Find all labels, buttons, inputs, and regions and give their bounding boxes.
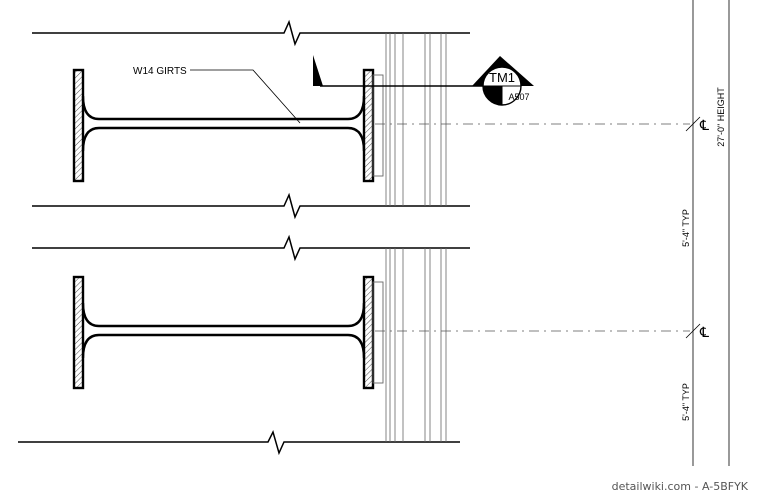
girt-leader-line [190, 69, 301, 124]
section-tag[interactable]: TM1 A507 [472, 56, 534, 106]
section-tag-sheet: A507 [508, 92, 529, 102]
girt-section-upper [72, 68, 384, 183]
dimension-line-spacing [685, 0, 701, 466]
girt-section-lower [72, 275, 384, 390]
centerline-symbol-lower: ℄ [699, 324, 709, 340]
girt-callout-label: W14 GIRTS [133, 66, 187, 77]
watermark-text: detailwiki.com - A-5BFYK [612, 480, 749, 493]
slab-line-middle-lower [32, 234, 470, 262]
spacing-dimension-label-lower: 5'-4" TYP [681, 383, 691, 421]
wall-panel-lines [385, 33, 447, 442]
spacing-dimension-label-upper: 5'-4" TYP [681, 209, 691, 247]
slab-line-bottom [18, 429, 460, 456]
height-dimension-label: 27'-0" HEIGHT [716, 87, 726, 147]
section-tag-number: TM1 [489, 70, 515, 85]
centerline-extensions [375, 123, 690, 332]
centerline-symbol-upper: ℄ [699, 117, 709, 133]
slab-line-middle-upper [32, 192, 470, 220]
slab-line-top [32, 19, 470, 47]
